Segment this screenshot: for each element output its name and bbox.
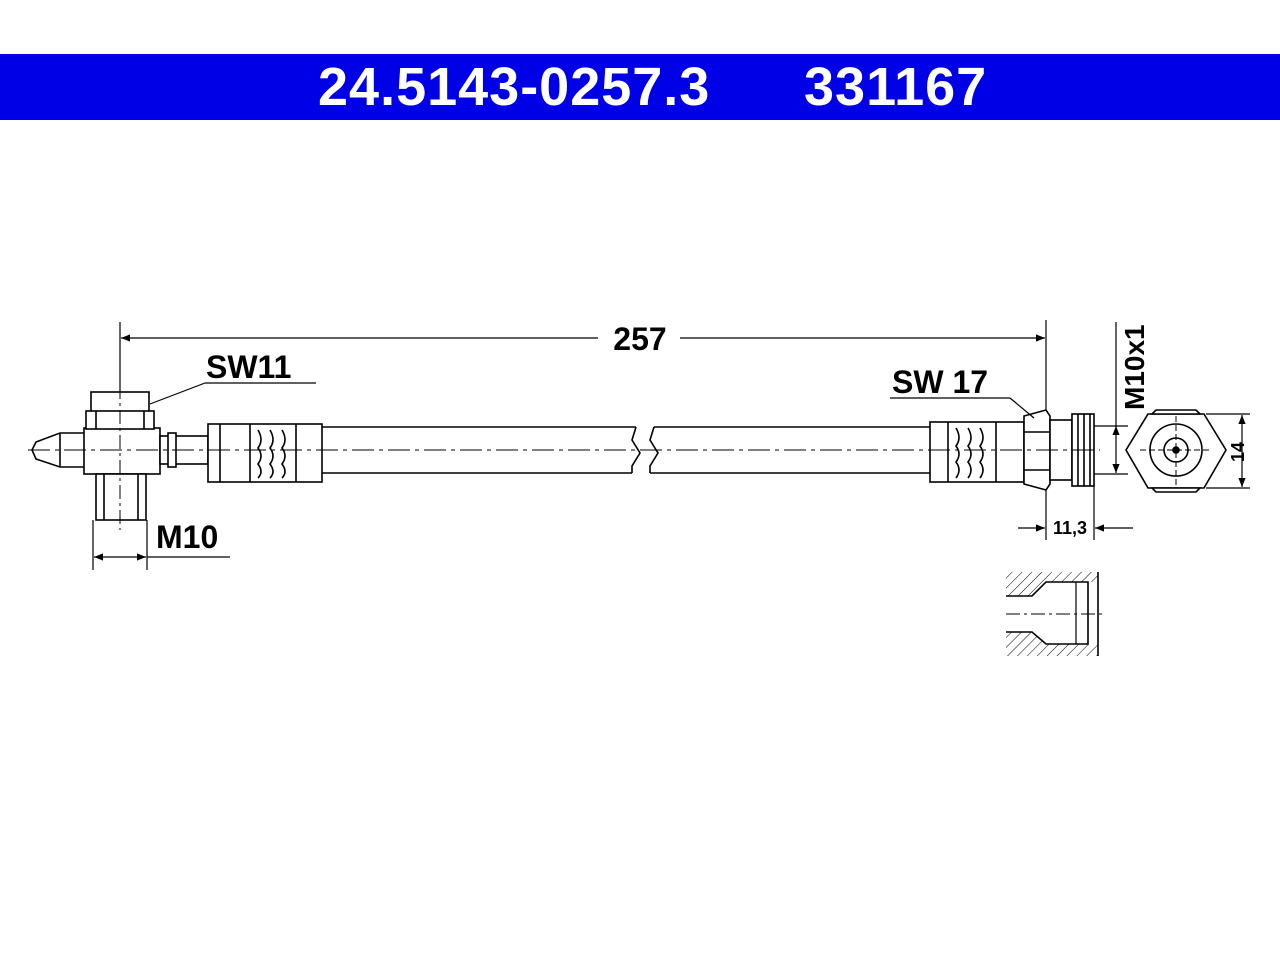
thread-length-label: 11,3 — [1053, 518, 1087, 538]
m10x1-dimension: M10x1 — [1094, 322, 1150, 475]
hose — [322, 426, 930, 474]
port-section-detail — [1006, 572, 1104, 656]
hex-width-label: 14 — [1228, 442, 1248, 462]
thread-length-dimension: 11,3 — [1018, 486, 1133, 540]
m10-label: M10 — [156, 519, 218, 555]
title-bar: 24.5143-0257.3 331167 — [0, 54, 1280, 120]
sw17-label: SW 17 — [892, 364, 988, 400]
left-banjo-fitting — [31, 391, 323, 521]
length-label: 257 — [613, 321, 666, 357]
sw11-label: SW11 — [206, 349, 291, 385]
length-dimension: 257 — [119, 320, 1047, 470]
sw11-callout: SW11 — [149, 349, 316, 405]
m10x1-label: M10x1 — [1119, 324, 1150, 410]
right-end-fitting — [929, 409, 1095, 491]
hex-end-view — [1125, 409, 1227, 493]
sw17-callout: SW 17 — [890, 364, 1035, 419]
part-number: 24.5143-0257.3 — [318, 57, 711, 117]
m10-dimension: M10 — [92, 519, 230, 570]
reference-number: 331167 — [804, 57, 988, 117]
hex-width-dimension: 14 — [1206, 413, 1250, 489]
